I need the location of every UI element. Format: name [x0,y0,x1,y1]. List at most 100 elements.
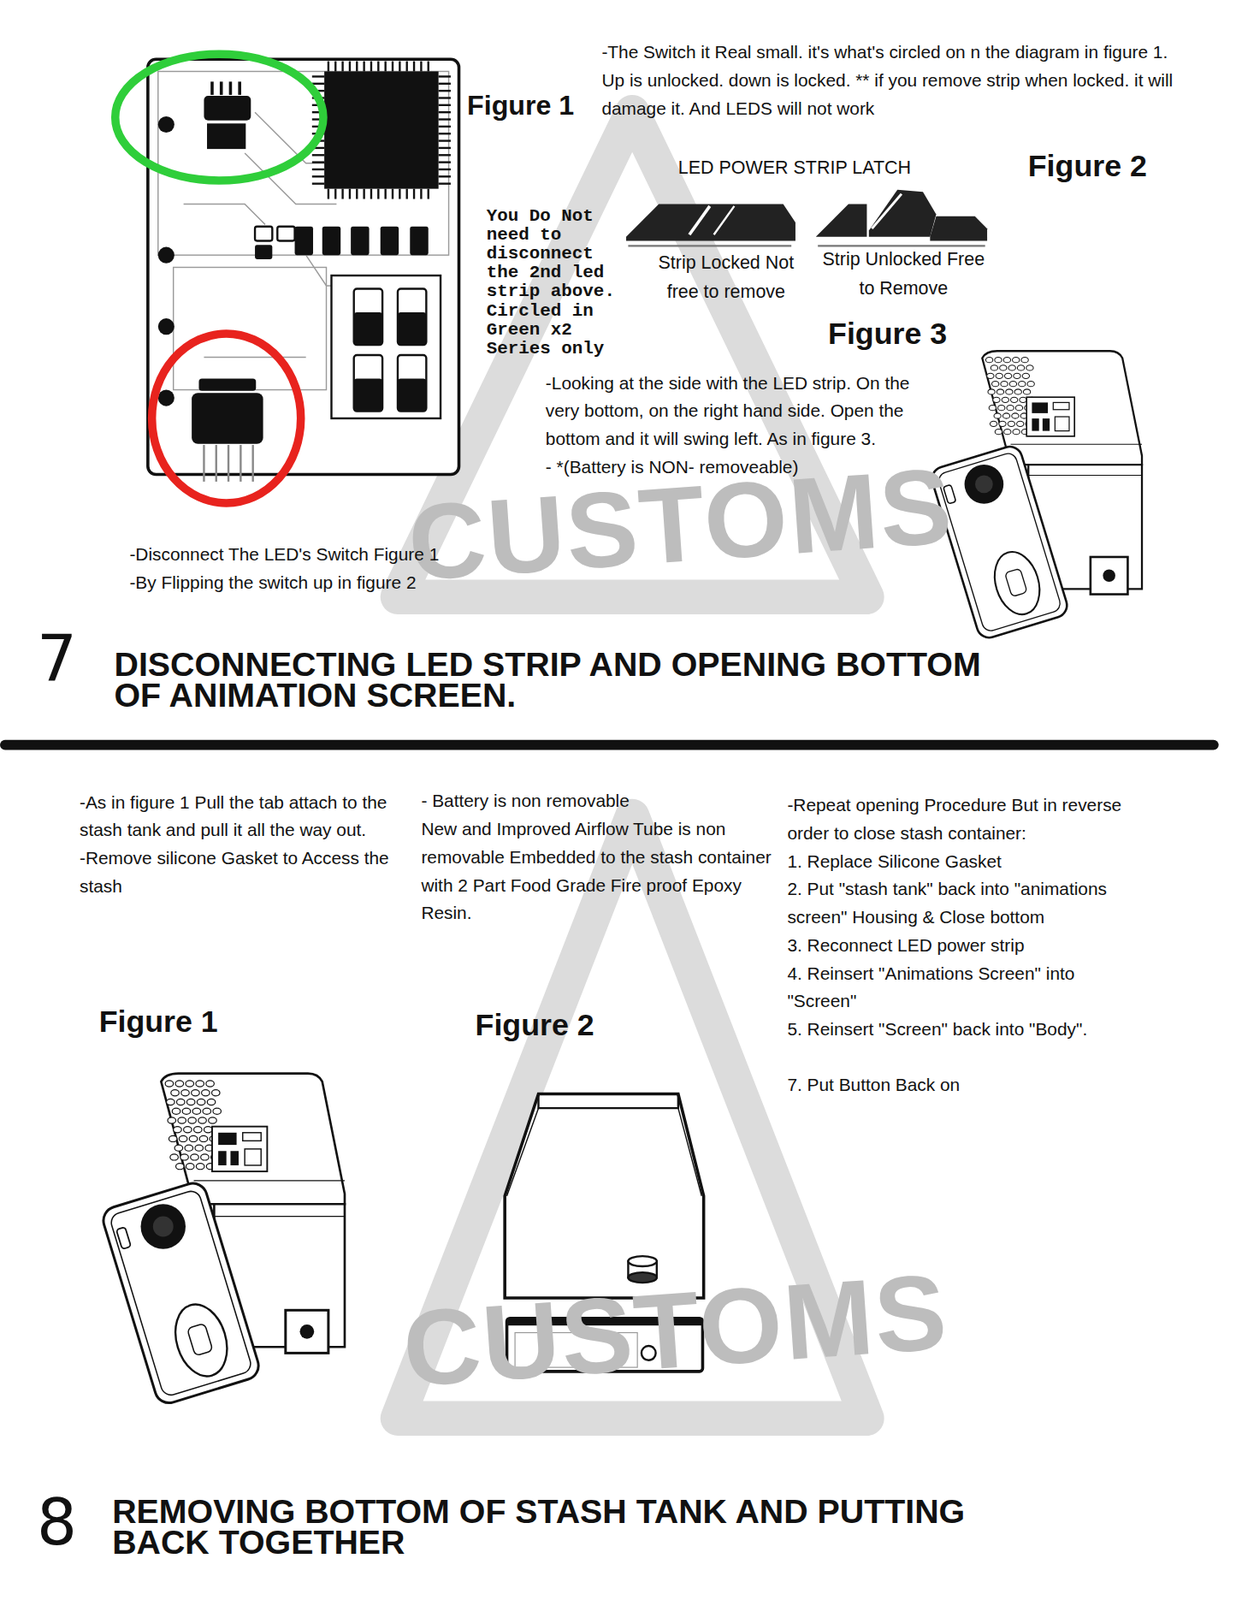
figure-label: Figure 2 [1028,148,1182,184]
red-circle [152,333,302,503]
chip [391,189,394,200]
chip [312,61,451,200]
figure-label: Figure 1 [99,1004,253,1040]
led-connector-bottom [191,378,263,481]
switch-block [354,378,383,411]
chip [406,189,409,200]
stash-tank [507,1107,703,1196]
figure-label: Figure 3 [827,316,982,352]
circuit-board [203,356,306,358]
note-text: You Do Not need to disconnect the 2nd le… [486,206,635,359]
step-number: 7 [36,626,99,691]
chip [312,75,325,77]
chip [312,160,325,163]
chip [438,139,451,142]
chip [419,61,422,72]
component-row [295,226,314,255]
led-connector-top [229,81,233,95]
chip [334,189,337,200]
led-connector-bottom [215,444,218,482]
led-connector-top [206,123,246,149]
latch-unlocked [869,189,937,237]
chip [438,82,451,85]
led-connector-bottom [239,444,242,482]
chip [438,75,451,77]
latch-locked [714,206,735,235]
section-divider [5,739,1214,751]
latch-unlocked [816,189,988,247]
led-connector-bottom [191,392,263,444]
chip [427,61,430,72]
chip [312,82,325,85]
component-row [409,226,428,255]
chip [312,175,325,178]
instruction-text: - Battery is non removable [420,786,773,816]
stash-tank [504,1093,704,1298]
step-number: 8 [36,1490,99,1555]
component-row [277,226,295,242]
latch-unlocked [816,204,868,237]
stash-tank [538,1093,679,1108]
instruction-text: 5. Reinsert "Screen" back into "Body". [786,1015,1124,1044]
led-connector-bottom [227,444,230,482]
latch-locked [626,204,796,247]
chip [334,61,337,72]
chip [341,189,344,200]
mount-holes [158,116,175,133]
chip [377,61,379,72]
led-connector-top [237,81,242,95]
led-connector-bottom [203,444,253,482]
instruction-text: -Repeat opening Procedure But in reverse… [786,791,1124,847]
circuit-board [115,53,460,503]
led-connector-top [212,81,240,95]
chip [398,61,401,72]
chip [438,160,451,163]
latch-unlocked [871,194,902,230]
watermark-text: CUSTOMS [399,1258,952,1403]
chip [362,189,365,200]
chip [427,189,430,200]
mount-holes [158,247,175,264]
chip [438,111,451,113]
chip [391,61,394,72]
mount-holes [158,390,175,407]
switch-block [397,354,426,412]
instruction-text: -As in figure 1 Pull the tab attach to t… [79,788,416,845]
component-row [322,226,341,255]
chip [324,70,439,189]
instruction-text: -By Flipping the switch up in figure 2 [129,568,558,598]
switch-block [331,275,441,419]
chip [312,182,325,184]
instruction-text: -The Switch it Real small. it's what's c… [601,38,1185,123]
chip [348,189,351,200]
instruction-text: - *(Battery is NON- removeable) [545,453,922,482]
latch-unlocked [929,216,988,242]
instruction-text: 2. Put "stash tank" back into "animation… [786,875,1124,931]
chip [362,61,365,72]
chip [413,189,415,200]
latch-locked [689,206,710,235]
chip [370,189,373,200]
chip [370,61,373,72]
chip [327,61,330,72]
component-row [350,226,369,255]
instruction-text: 7. Put Button Back on [786,1070,1124,1100]
chip [355,61,358,72]
stash-tank [504,1093,704,1298]
led-connector-top [203,95,251,121]
chip [377,189,379,200]
switch-block [397,289,426,346]
led-connector-bottom [198,378,256,391]
instruction-text: 4. Reinsert "Animations Screen" into "Sc… [786,959,1124,1016]
chip [341,61,344,72]
device-figure-3 [928,350,1142,641]
latch-unlocked [817,244,986,247]
latch-caption: Strip Locked Not free to remove [650,248,802,308]
chip [398,189,401,200]
component-row [254,244,273,260]
chip [312,153,325,156]
figure-label: Figure 1 [467,89,600,122]
circuit-board [183,204,266,225]
led-connector-bottom [251,444,254,482]
chip [438,104,451,107]
